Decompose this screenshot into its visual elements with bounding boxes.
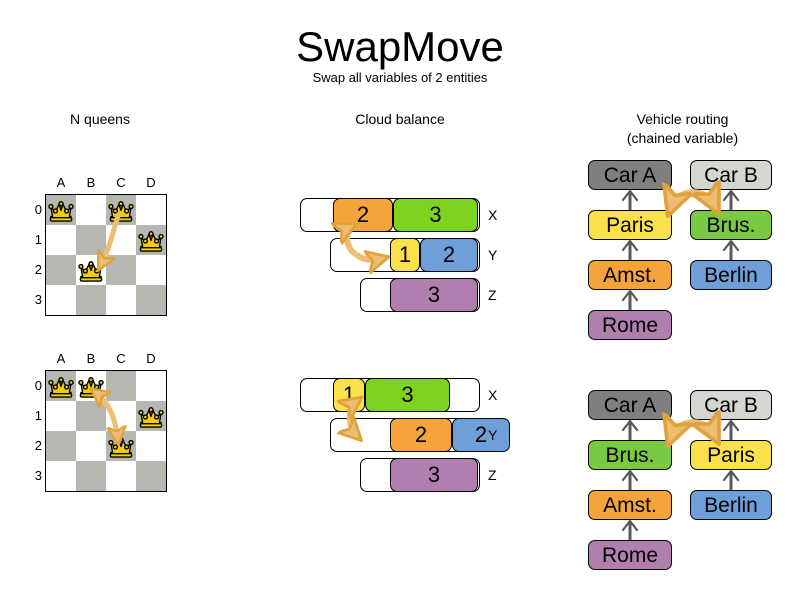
board-cell-a1-after[interactable]: [46, 401, 76, 431]
board-cell-a2-before[interactable]: [46, 255, 76, 285]
column-header-n-queens: N queens: [70, 111, 130, 127]
page-subtitle: Swap all variables of 2 entities: [312, 70, 488, 85]
cloud-row-label-y-after: Y: [488, 427, 498, 443]
chain-link-arrow-after-1-1: [722, 469, 740, 490]
column-header-cloud-balance: Cloud balance: [355, 111, 445, 127]
board-cell-a1-before[interactable]: [46, 225, 76, 255]
vrp-move-arrow-after: [648, 412, 738, 452]
row-label-2-before: 2: [34, 262, 42, 277]
board-cell-b3-after[interactable]: [76, 461, 106, 491]
board-cell-d0-after[interactable]: [136, 371, 166, 401]
chessboard-before: A B C D 0 1 2 3: [35, 175, 167, 316]
chain-link-arrow-after-0-2: [621, 519, 639, 540]
column-label-a-before: A: [56, 175, 66, 190]
row-label-0-before: 0: [34, 202, 42, 217]
cloud-process-y-2-before[interactable]: 2: [420, 238, 478, 272]
board-cell-a2-after[interactable]: [46, 431, 76, 461]
cloud-row-label-x-after: X: [488, 387, 498, 403]
queen-a0-after[interactable]: [47, 373, 77, 403]
row-label-1-before: 1: [34, 232, 42, 247]
cloud-row-label-x-before: X: [488, 207, 498, 223]
cloud-process-z-1-after[interactable]: 3: [390, 458, 478, 492]
vrp-customer-berlin-before[interactable]: Berlin: [690, 260, 772, 290]
board-cell-d3-after[interactable]: [136, 461, 166, 491]
column-header-vehicle-routing: Vehicle routing (chained variable): [590, 110, 775, 148]
cloud-process-x-2-before[interactable]: 3: [393, 198, 478, 232]
cloud-row-z-after: 3: [360, 458, 480, 492]
row-label-3-after: 3: [34, 468, 42, 483]
queen-d1-after[interactable]: [137, 403, 167, 433]
vrp-customer-berlin-after[interactable]: Berlin: [690, 490, 772, 520]
board-cell-b3-before[interactable]: [76, 285, 106, 315]
column-label-b-after: B: [86, 351, 96, 366]
queen-move-arrow-before: [46, 195, 166, 315]
move-arrow: [353, 210, 410, 270]
board-cell-d0-before[interactable]: [136, 195, 166, 225]
board-cell-d2-before[interactable]: [136, 255, 166, 285]
column-label-d-after: D: [146, 351, 156, 366]
move-arrow: [648, 412, 738, 452]
row-label-3-before: 3: [34, 292, 42, 307]
cloud-process-y-2-after[interactable]: 2: [452, 418, 510, 452]
move-arrow: [648, 182, 738, 222]
board-cell-d3-before[interactable]: [136, 285, 166, 315]
move-arrow: [330, 385, 410, 455]
vrp-customer-rome-after[interactable]: Rome: [588, 540, 672, 570]
row-label-0-after: 0: [34, 378, 42, 393]
queen-a0-before[interactable]: [47, 197, 77, 227]
vrp-vehicle-car-a-after[interactable]: Car A: [588, 390, 672, 420]
chain-link-arrow-before-0-0: [621, 189, 639, 210]
chain-link-arrow-after-0-0: [621, 419, 639, 440]
queen-d1-before[interactable]: [137, 227, 167, 257]
board-cell-d2-after[interactable]: [136, 431, 166, 461]
board-cell-c3-before[interactable]: [106, 285, 136, 315]
chain-link-arrow-before-0-1: [621, 239, 639, 260]
column-label-d-before: D: [146, 175, 156, 190]
cloud-process-y-1-after[interactable]: 2: [390, 418, 452, 452]
board-cell-a3-before[interactable]: [46, 285, 76, 315]
chain-link-arrow-after-0-1: [621, 469, 639, 490]
column-label-a-after: A: [56, 351, 66, 366]
page-title: SwapMove: [296, 23, 504, 70]
column-label-c-before: C: [116, 175, 126, 190]
cloud-row-label-z-before: Z: [488, 287, 497, 303]
vrp-customer-amst-after[interactable]: Amst.: [588, 490, 672, 520]
column-label-c-after: C: [116, 351, 126, 366]
move-arrow: [46, 212, 122, 315]
cloud-process-y-1-before[interactable]: 1: [390, 238, 420, 272]
cloud-row-label-y-before: Y: [488, 247, 498, 263]
chessboard-after: A B C D 0 1 2 3: [35, 351, 167, 492]
row-label-1-after: 1: [34, 408, 42, 423]
queen-move-arrow-after: [46, 371, 166, 491]
board-cell-a3-after[interactable]: [46, 461, 76, 491]
chain-link-arrow-before-0-2: [621, 289, 639, 310]
row-label-2-after: 2: [34, 438, 42, 453]
chain-link-arrow-before-1-1: [722, 239, 740, 260]
vrp-customer-amst-before[interactable]: Amst.: [588, 260, 672, 290]
cloud-move-arrow-before-2: [330, 210, 410, 270]
column-header-vehicle-routing-line1: Vehicle routing: [636, 111, 729, 127]
vrp-move-arrow-before: [648, 182, 738, 222]
cloud-row-label-z-after: Z: [488, 467, 497, 483]
column-label-b-before: B: [86, 175, 96, 190]
cloud-process-z-1-before[interactable]: 3: [390, 278, 478, 312]
vrp-customer-rome-before[interactable]: Rome: [588, 310, 672, 340]
board-cell-c3-after[interactable]: [106, 461, 136, 491]
cloud-move-arrow-after: [330, 385, 410, 455]
cloud-row-z-before: 3: [360, 278, 480, 312]
column-header-vehicle-routing-line2: (chained variable): [626, 130, 739, 146]
move-arrow: [46, 371, 166, 491]
vrp-customer-paris-before[interactable]: Paris: [588, 210, 672, 240]
vrp-customer-brus-after[interactable]: Brus.: [588, 440, 672, 470]
cloud-process-x-2-after[interactable]: 3: [365, 378, 450, 412]
